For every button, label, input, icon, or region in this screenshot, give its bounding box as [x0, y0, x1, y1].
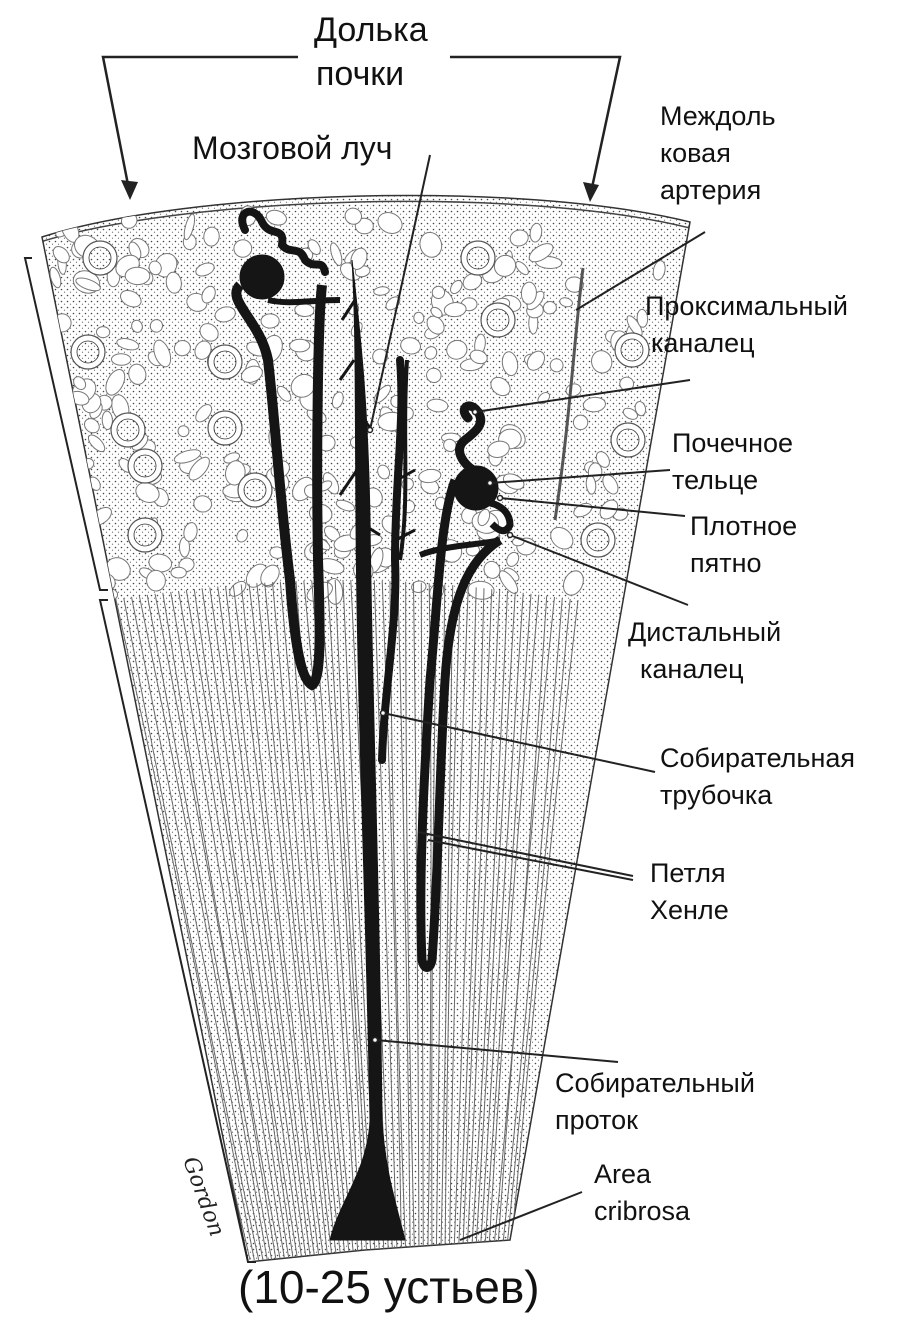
artist-signature: Gordon — [177, 1154, 229, 1240]
glomerulus-core — [214, 417, 236, 439]
cortex-cell — [171, 567, 187, 578]
label-openings: (10-25 устьев) — [238, 1262, 540, 1312]
cortex-cell — [111, 354, 131, 366]
label-medullary-ray: Мозговой луч — [192, 130, 392, 167]
glomerulus-core — [214, 351, 236, 373]
glomerulus-core — [617, 429, 639, 451]
cortex-cell — [261, 314, 279, 329]
label-collecting-tubule: Собирательнаятрубочка — [660, 740, 855, 814]
glomerulus-core — [587, 529, 609, 551]
glomerulus-core — [244, 479, 266, 501]
cortex-cell — [289, 339, 309, 352]
glomerulus-core — [77, 341, 99, 363]
glomerulus-core — [487, 309, 509, 331]
glomerulus-core — [117, 419, 139, 441]
glomerulus-core — [134, 524, 156, 546]
cortex-cell — [146, 570, 166, 592]
glomerulus-core — [621, 339, 643, 361]
glomerulus-core — [467, 247, 489, 269]
cortex-cell — [96, 326, 110, 337]
glomerulus-core — [134, 455, 156, 477]
glomerulus-core — [89, 247, 111, 269]
label-renal-corpuscle: Почечноетельце — [672, 425, 793, 499]
cortex-cell — [125, 267, 150, 285]
